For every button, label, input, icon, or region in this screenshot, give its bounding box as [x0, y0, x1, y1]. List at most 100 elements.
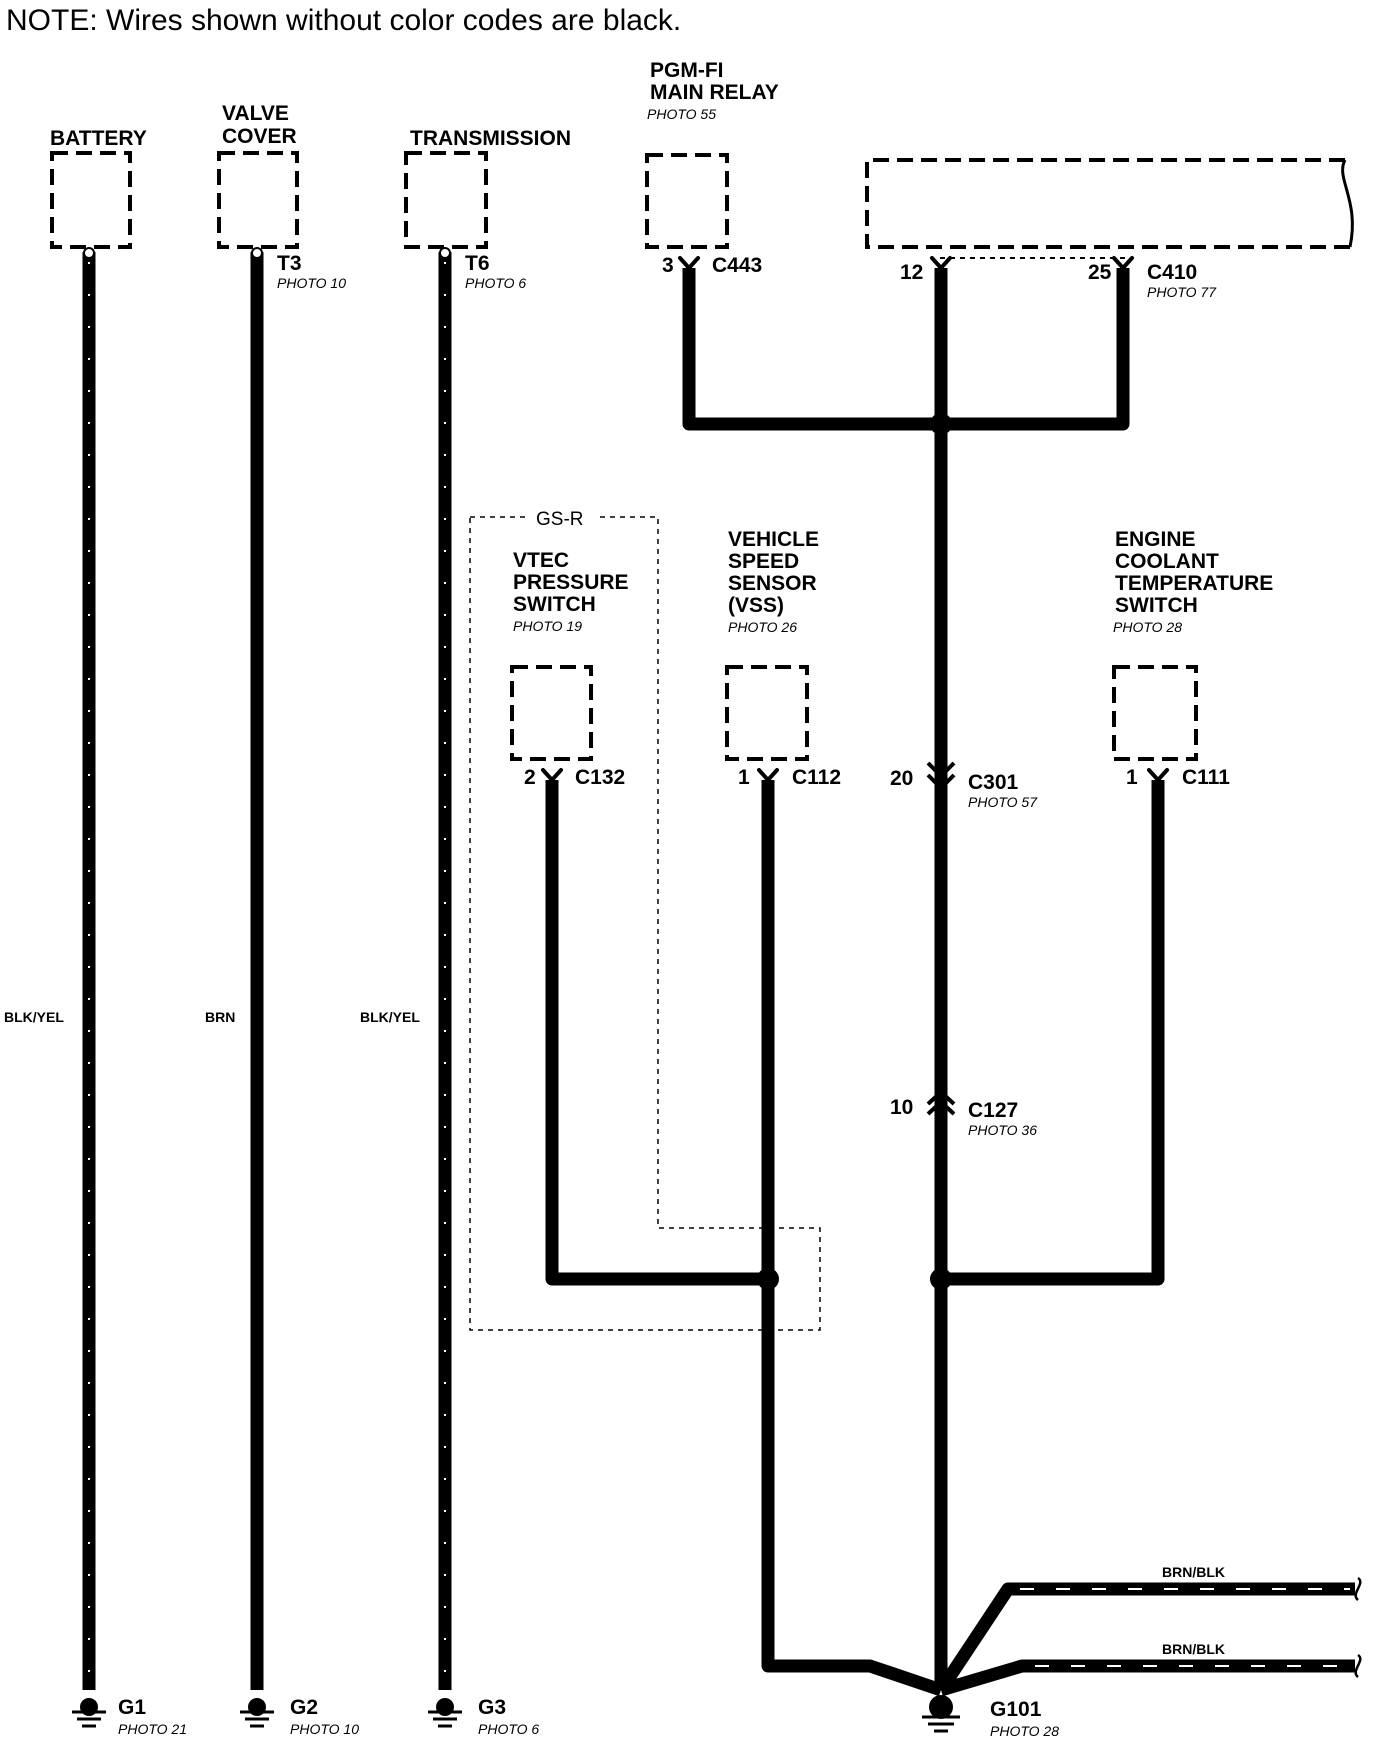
g101-photo-ref: PHOTO 28: [990, 1723, 1059, 1739]
upper-wire-break-icon: [1354, 1576, 1362, 1601]
vss-wire: [761, 780, 944, 1697]
valve-cover-label-line2: COVER: [222, 125, 297, 148]
c127-pin-label: 10: [890, 1096, 913, 1119]
vtec-label-line1: VTEC: [513, 549, 569, 572]
valve-cover-wire-color-label: BRN: [205, 1009, 235, 1025]
relay-connector-icon: [678, 256, 700, 271]
upper-branch-color-label: BRN/BLK: [1162, 1564, 1225, 1580]
vtec-label-line2: PRESSURE: [513, 571, 629, 594]
relay-connector-label: C443: [712, 254, 762, 277]
ect-connector-icon: [1147, 768, 1169, 783]
valve-cover-component-box: [217, 151, 299, 249]
vss-label-line4: (VSS): [728, 594, 784, 617]
vss-group: VEHICLE SPEED SENSOR (VSS) PHOTO 26 1 C1…: [725, 528, 841, 789]
g2-photo-ref: PHOTO 10: [290, 1721, 359, 1737]
ect-label-line4: SWITCH: [1115, 594, 1198, 617]
ect-connector-label: C111: [1182, 766, 1230, 789]
valve-cover-terminal-icon: [251, 247, 263, 259]
c301-photo-ref: PHOTO 57: [968, 794, 1038, 810]
transmission-component-box: [404, 151, 488, 249]
g3-photo-ref: PHOTO 6: [478, 1721, 539, 1737]
lower-brn-blk-wire: [939, 1659, 1355, 1697]
vss-photo-ref: PHOTO 26: [728, 619, 797, 635]
inline-connector-c127: 10 C127 PHOTO 36: [890, 1089, 1037, 1138]
ecm-pin12-connector-icon: [930, 256, 952, 271]
lower-wire-break-icon: [1354, 1653, 1362, 1678]
transmission-terminal-label: T6: [465, 252, 490, 275]
c301-connector-icon: [926, 761, 956, 791]
vss-label-line3: SENSOR: [728, 572, 817, 595]
vtec-pin-label: 2: [524, 766, 536, 789]
ect-wire: [941, 780, 1165, 1286]
c301-pin-label: 20: [890, 767, 913, 790]
pgm-fi-main-relay-group: PGM-FI MAIN RELAY PHOTO 55 3 C443: [645, 59, 779, 277]
ground-g1: G1 PHOTO 21: [72, 1696, 187, 1737]
vtec-photo-ref: PHOTO 19: [513, 618, 582, 634]
ecm-photo-ref: PHOTO 77: [1147, 284, 1217, 300]
battery-label: BATTERY: [50, 127, 147, 150]
ecm-component-box: [865, 158, 1350, 249]
relay-label-line2: MAIN RELAY: [650, 81, 779, 104]
valve-cover-photo-ref: PHOTO 10: [277, 275, 346, 291]
note-text: NOTE: Wires shown without color codes ar…: [6, 4, 681, 37]
lower-splice-icon: [930, 1268, 952, 1290]
g3-label: G3: [478, 1696, 506, 1719]
g101-ground-icon: [922, 1695, 960, 1733]
c127-photo-ref: PHOTO 36: [968, 1122, 1037, 1138]
inline-connector-c301: 20 C301 PHOTO 57: [890, 761, 1038, 810]
vss-splice-icon: [757, 1268, 779, 1290]
gsr-label-bg: [530, 508, 596, 526]
ect-label-line1: ENGINE: [1115, 528, 1196, 551]
g1-photo-ref: PHOTO 21: [118, 1721, 187, 1737]
ect-switch-group: ENGINE COOLANT TEMPERATURE SWITCH PHOTO …: [1112, 528, 1273, 789]
ect-label-line2: COOLANT: [1115, 550, 1219, 573]
transmission-terminal-icon: [439, 247, 451, 259]
relay-photo-ref: PHOTO 55: [647, 106, 716, 122]
vss-component-box: [725, 665, 809, 761]
ecm-connector-label: C410: [1147, 261, 1197, 284]
relay-label-line1: PGM-FI: [650, 59, 724, 82]
transmission-label: TRANSMISSION: [410, 127, 571, 150]
upper-splice-icon: [930, 413, 952, 435]
ground-g101: G101 PHOTO 28: [922, 1695, 1059, 1739]
ecm-break-icon: [1341, 159, 1354, 248]
vss-connector-icon: [757, 768, 779, 783]
relay-component-box: [645, 153, 729, 249]
transmission-group: TRANSMISSION T6 PHOTO 6 BLK/YEL: [360, 127, 571, 1690]
c127-connector-icon: [926, 1089, 956, 1116]
vtec-connector-label: C132: [575, 766, 625, 789]
g101-label: G101: [990, 1698, 1042, 1721]
ect-pin-label: 1: [1126, 766, 1138, 789]
valve-cover-terminal-label: T3: [277, 252, 302, 275]
valve-cover-group: VALVE COVER T3 PHOTO 10 BRN: [205, 102, 346, 1690]
battery-component-box: [50, 151, 132, 249]
vtec-label-line3: SWITCH: [513, 593, 596, 616]
vss-connector-label: C112: [792, 766, 841, 789]
g2-label: G2: [290, 1696, 318, 1719]
vss-label-line2: SPEED: [728, 550, 799, 573]
ecm-pin12-label: 12: [900, 261, 923, 284]
relay-ecm-splice-wire: [682, 268, 1130, 431]
valve-cover-label-line1: VALVE: [222, 102, 289, 125]
ect-photo-ref: PHOTO 28: [1113, 619, 1182, 635]
gsr-option-box: [469, 516, 821, 1331]
g2-ground-icon: [240, 1698, 274, 1728]
relay-pin-label: 3: [662, 254, 674, 277]
battery-group: BATTERY BLK/YEL: [4, 127, 147, 1690]
ect-component-box: [1112, 665, 1198, 761]
ground-g3: G3 PHOTO 6: [428, 1696, 539, 1737]
battery-terminal-icon: [83, 247, 95, 259]
c127-connector-label: C127: [968, 1099, 1018, 1122]
ground-g2: G2 PHOTO 10: [240, 1696, 359, 1737]
ecm-pin25-connector-icon: [1112, 256, 1134, 271]
vtec-pressure-switch-group: VTEC PRESSURE SWITCH PHOTO 19 2 C132: [510, 549, 629, 789]
vtec-connector-icon: [541, 768, 563, 783]
gsr-option-label: GS-R: [536, 509, 584, 530]
ecm-group: 12 25 C410 PHOTO 77: [865, 158, 1354, 300]
ecm-pin25-label: 25: [1088, 261, 1112, 284]
vss-pin-label: 1: [738, 766, 750, 789]
vtec-wire: [545, 780, 768, 1286]
g1-ground-icon: [72, 1698, 106, 1728]
battery-wire-color-label: BLK/YEL: [4, 1009, 64, 1025]
